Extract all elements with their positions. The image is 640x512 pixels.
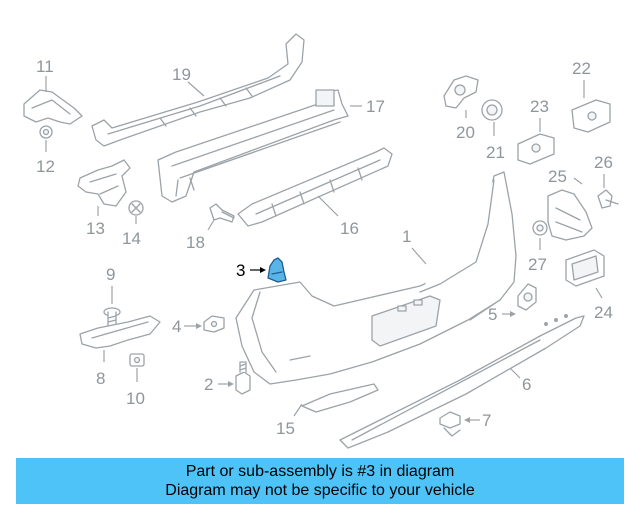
part-23-sensor-bracket: [517, 133, 555, 165]
svg-text:5: 5: [488, 305, 497, 324]
label-8: 8: [96, 350, 105, 388]
part-12-nut: [39, 125, 53, 139]
svg-text:26: 26: [594, 153, 613, 172]
label-26: 26: [594, 153, 613, 188]
svg-text:27: 27: [528, 255, 547, 274]
svg-text:6: 6: [522, 375, 531, 394]
svg-text:18: 18: [186, 233, 205, 252]
label-4: 4: [172, 317, 202, 336]
svg-text:21: 21: [486, 143, 505, 162]
banner-line-2: Diagram may not be specific to your vehi…: [165, 482, 475, 499]
svg-text:2: 2: [204, 375, 213, 394]
part-24-module: [565, 249, 605, 287]
svg-text:4: 4: [172, 317, 181, 336]
svg-text:17: 17: [366, 97, 385, 116]
label-3: 3: [236, 261, 266, 280]
label-10: 10: [126, 368, 145, 408]
svg-text:11: 11: [36, 57, 54, 76]
label-19: 19: [172, 65, 205, 97]
svg-text:25: 25: [548, 167, 567, 186]
svg-text:12: 12: [36, 157, 55, 176]
part-27-nut: [532, 220, 548, 236]
label-6: 6: [509, 367, 531, 394]
part-9-screw: [103, 307, 121, 327]
part-2-bolt: [235, 361, 251, 395]
part-6-lower-valance: [339, 314, 585, 449]
label-21: 21: [486, 122, 505, 162]
svg-text:3: 3: [236, 261, 245, 280]
label-1: 1: [402, 227, 427, 265]
label-7: 7: [464, 411, 491, 430]
svg-text:20: 20: [456, 123, 475, 142]
info-banner: Part or sub-assembly is #3 in diagram Di…: [16, 458, 624, 504]
part-13-side-bracket: [77, 159, 131, 207]
svg-text:8: 8: [96, 369, 105, 388]
label-24: 24: [594, 287, 613, 322]
label-9: 9: [106, 265, 115, 304]
part-15-reflector-trim: [301, 383, 379, 413]
part-26-bolt: [597, 189, 619, 209]
svg-text:13: 13: [86, 219, 105, 238]
part-20-park-sensor: [443, 75, 479, 109]
part-25-side-bracket: [547, 189, 593, 241]
svg-text:16: 16: [340, 219, 359, 238]
label-27: 27: [528, 238, 547, 274]
svg-text:10: 10: [126, 389, 145, 408]
part-4-clip: [203, 315, 225, 333]
label-13: 13: [86, 206, 105, 238]
part-18-bolt: [209, 203, 235, 223]
svg-text:1: 1: [402, 227, 411, 246]
part-21-sensor-grommet: [481, 99, 503, 121]
svg-text:22: 22: [572, 59, 591, 78]
part-14-clip: [128, 200, 144, 216]
label-16: 16: [317, 195, 359, 238]
part-22-sensor-bracket: [571, 99, 611, 133]
svg-text:19: 19: [172, 65, 191, 84]
part-5-reflector: [517, 283, 537, 311]
part-11-side-bracket: [23, 89, 83, 125]
part-1-bumper-cover: [235, 171, 517, 385]
label-5: 5: [488, 305, 516, 324]
part-10-clip-nut: [129, 353, 145, 367]
label-11: 11: [36, 57, 54, 92]
part-17-bumper-beam: [157, 89, 349, 203]
label-17: 17: [350, 97, 385, 116]
label-22: 22: [572, 59, 591, 98]
svg-text:15: 15: [276, 419, 295, 438]
svg-text:23: 23: [530, 97, 549, 116]
label-15: 15: [276, 403, 303, 438]
svg-text:14: 14: [122, 229, 141, 248]
label-23: 23: [530, 97, 549, 132]
part-16-lower-absorber: [237, 147, 393, 227]
label-2: 2: [204, 375, 234, 394]
banner-line-1: Part or sub-assembly is #3 in diagram: [185, 463, 455, 480]
part-8-side-guide: [79, 315, 161, 349]
label-14: 14: [122, 216, 141, 248]
svg-text:24: 24: [594, 303, 613, 322]
part-3-clip-highlighted[interactable]: [267, 257, 287, 283]
part-19-upper-absorber: [91, 33, 305, 147]
label-12: 12: [36, 140, 55, 176]
label-20: 20: [456, 110, 475, 142]
svg-text:7: 7: [482, 411, 491, 430]
label-18: 18: [186, 219, 215, 252]
part-7-clip: [439, 411, 461, 437]
svg-text:9: 9: [106, 265, 115, 284]
label-25: 25: [548, 167, 583, 186]
